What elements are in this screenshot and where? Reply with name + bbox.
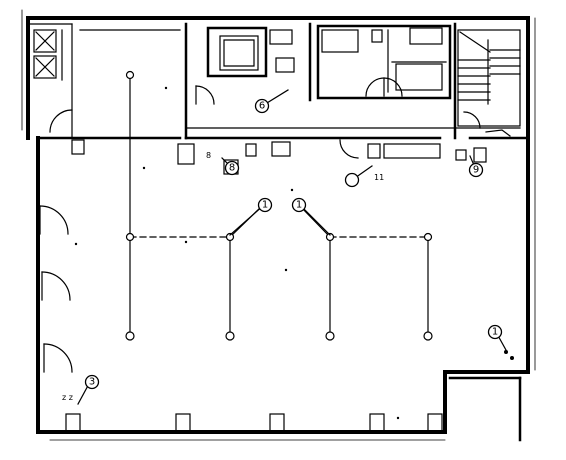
callout-label: 6 [259,101,265,112]
exterior-walls [21,9,536,442]
pipe-node [423,331,433,341]
callout-branch-right: 1 [291,197,307,213]
pipe-node [225,331,235,341]
callout-label: 9 [473,165,479,176]
bottom-piers [65,413,443,433]
corridor-fixtures [71,129,511,175]
pipe-node [225,232,235,242]
utility-shaft [33,29,63,81]
upper-room-left [195,26,295,105]
callout-label: 8 [229,163,235,174]
callouts: 6 8 9 1 1 1 3 [84,98,503,390]
callout-corridor-right: 9 [468,162,484,178]
pipe-node [325,331,335,341]
doors [39,109,359,373]
pipe-node [125,331,135,341]
callout-label: 1 [296,200,302,211]
callout-southwest: 3 [84,374,100,390]
pipe-network [129,74,429,337]
callout-label: 1 [262,200,268,211]
staircase [457,29,521,129]
upper-room-right [316,24,452,100]
corridor-walls [27,22,530,140]
mark-8: 8 [206,151,211,160]
pipe-node [125,232,135,242]
callout-corridor-mid [344,172,360,188]
plan-marks: 8 11 z z [62,151,384,402]
pipe-nodes [125,70,433,341]
callout-branch-left: 1 [257,197,273,213]
mark-11: 11 [374,173,384,182]
scatter-marks [74,86,514,420]
pipe-node [125,70,135,80]
pipe-node [325,232,335,242]
callout-east: 1 [487,324,503,340]
callout-corridor-left: 8 [224,160,240,176]
callout-top-room: 6 [254,98,270,114]
mark-zz: z z [62,393,73,402]
callout-label: 3 [89,377,95,388]
callout-label: 1 [492,327,498,338]
pipe-node [423,232,433,242]
